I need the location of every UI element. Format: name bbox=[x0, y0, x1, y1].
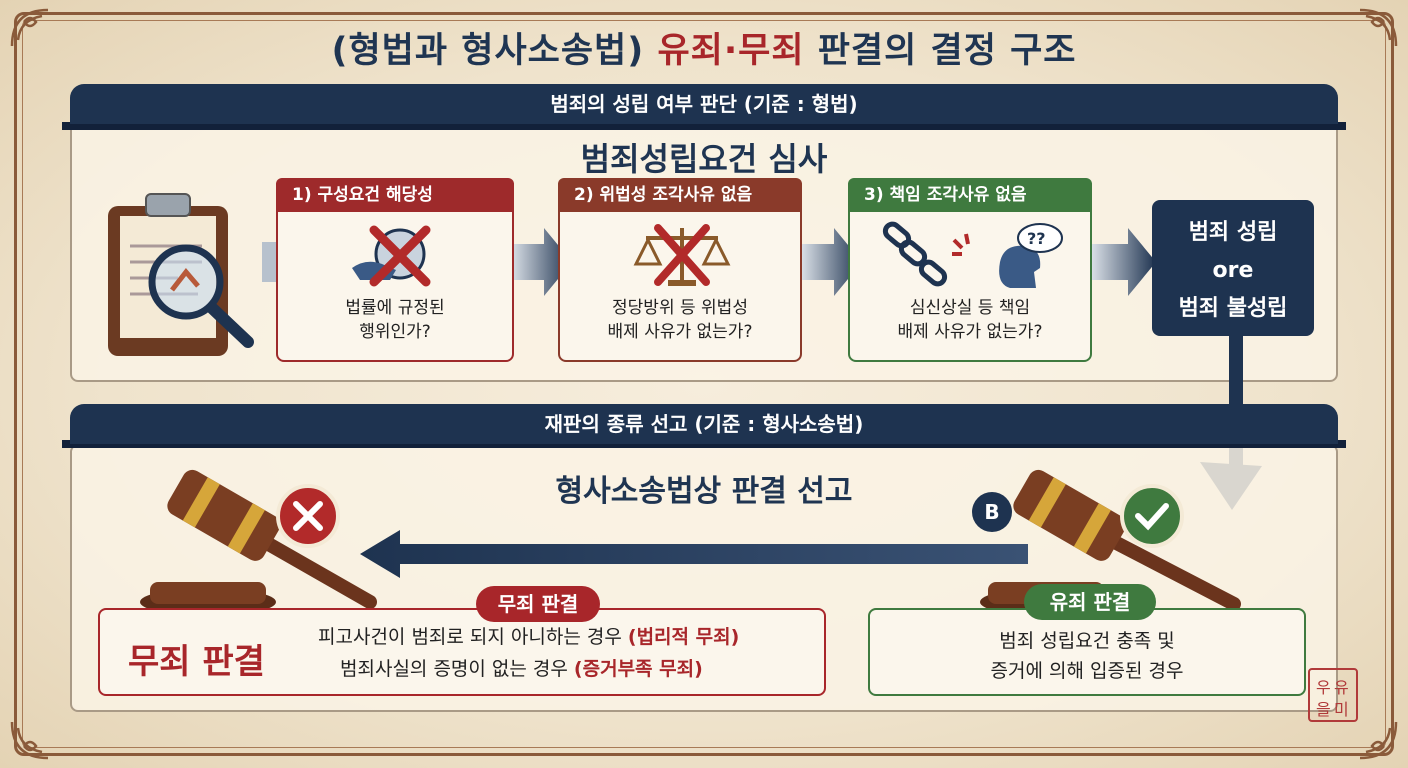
conviction-pill: 유죄 판결 bbox=[1024, 584, 1156, 620]
acquittal-pill: 무죄 판결 bbox=[476, 586, 600, 622]
step-card-2: 2) 위법성 조각사유 없음 정당방위 등 위법성 배제 사유가 없는가? bbox=[558, 178, 802, 362]
inner-frame bbox=[22, 20, 1386, 748]
acquittal-box bbox=[98, 608, 826, 696]
step-card-1: 1) 구성요건 해당성 법률에 규정된 행위인가? bbox=[276, 178, 514, 362]
svg-text:을: 을 bbox=[1316, 700, 1331, 719]
step-card-3: 3) 책임 조각사유 없음 ?? 심신상실 등 책임 배제 사유가 없는가? bbox=[848, 178, 1092, 362]
title-highlight: 유죄·무죄 bbox=[657, 31, 805, 71]
badge-b: B bbox=[972, 492, 1012, 532]
artist-seal: 우 유 을 미 bbox=[1308, 668, 1358, 722]
svg-text:??: ?? bbox=[1027, 229, 1046, 248]
top-banner: 범죄의 성립 여부 판단 (기준 : 형법) bbox=[70, 84, 1338, 124]
bottom-heading: 형사소송법상 판결 선고 bbox=[555, 474, 853, 509]
acquittal-line2-text: 범죄사실의 증명이 없는 경우 bbox=[340, 658, 574, 680]
outer-frame bbox=[14, 12, 1394, 756]
svg-text:우: 우 bbox=[1316, 678, 1331, 697]
ornament-corner-icon bbox=[1359, 721, 1398, 760]
top-banner-shadow bbox=[62, 122, 1346, 130]
left-arrow-icon bbox=[360, 530, 1028, 578]
result-line1: 범죄 성립 bbox=[1188, 220, 1278, 245]
step-3-line2: 배제 사유가 없는가? bbox=[897, 322, 1043, 342]
flow-arrow-icon bbox=[802, 228, 862, 296]
acquittal-line2-emph: (증거부족 무죄) bbox=[573, 658, 703, 680]
acquittal-line-1: 피고사건이 범죄로 되지 아니하는 경우 (법리적 무죄) bbox=[318, 622, 739, 652]
page-title: (형법과 형사소송법) 유죄·무죄 판결의 결정 구조 bbox=[0, 22, 1408, 73]
title-part2: 판결의 결정 구조 bbox=[804, 31, 1077, 71]
top-heading: 범죄성립요건 심사 bbox=[580, 140, 828, 178]
step-2-line1: 정당방위 등 위법성 bbox=[612, 298, 748, 318]
clipboard-magnifier-icon bbox=[108, 193, 254, 356]
svg-text:미: 미 bbox=[1334, 700, 1349, 719]
step-1-line2: 행위인가? bbox=[359, 322, 431, 342]
scales-crossed-icon bbox=[633, 224, 731, 286]
step-2-tab: 2) 위법성 조각사유 없음 bbox=[558, 178, 802, 212]
step-3-tab: 3) 책임 조각사유 없음 bbox=[848, 178, 1092, 212]
bottom-banner-shadow bbox=[62, 440, 1346, 448]
conviction-line-1: 범죄 성립요건 충족 및 bbox=[999, 630, 1175, 652]
flow-arrow-icon bbox=[1092, 228, 1156, 296]
result-box: 범죄 성립 ore 범죄 불성립 bbox=[1152, 200, 1314, 336]
title-part1: (형법과 형사소송법) bbox=[331, 31, 658, 71]
ornament-corner-icon bbox=[1359, 8, 1398, 47]
step-3-line1: 심신상실 등 책임 bbox=[909, 298, 1031, 318]
ornament-corner-icon bbox=[10, 8, 49, 47]
seal-mark-icon: 우 유 을 미 bbox=[1316, 678, 1349, 719]
ornament-corner-icon bbox=[10, 721, 49, 760]
step-1-tab: 1) 구성요건 해당성 bbox=[276, 178, 514, 212]
bottom-banner: 재판의 종류 선고 (기준 : 형사소송법) bbox=[70, 404, 1338, 444]
acquittal-line-2: 범죄사실의 증명이 없는 경우 (증거부족 무죄) bbox=[340, 654, 703, 684]
forbidden-action-icon bbox=[352, 225, 431, 287]
acquittal-big-label: 무죄 판결 bbox=[128, 642, 265, 682]
gavel-acquittal-icon bbox=[140, 469, 377, 616]
svg-text:유: 유 bbox=[1334, 678, 1349, 697]
conviction-line-2: 증거에 의해 입증된 경우 bbox=[990, 660, 1184, 682]
flow-arrow-icon bbox=[512, 228, 572, 296]
result-line3: 범죄 불성립 bbox=[1178, 296, 1288, 321]
result-line2: ore bbox=[1212, 258, 1254, 283]
step-2-line2: 배제 사유가 없는가? bbox=[607, 322, 753, 342]
broken-chain-and-confused-head-icon: ?? bbox=[882, 221, 1063, 288]
step-1-line1: 법률에 규정된 bbox=[345, 298, 445, 318]
acquittal-line1-emph: (법리적 무죄) bbox=[627, 626, 740, 648]
acquittal-line1-text: 피고사건이 범죄로 되지 아니하는 경우 bbox=[318, 626, 628, 648]
